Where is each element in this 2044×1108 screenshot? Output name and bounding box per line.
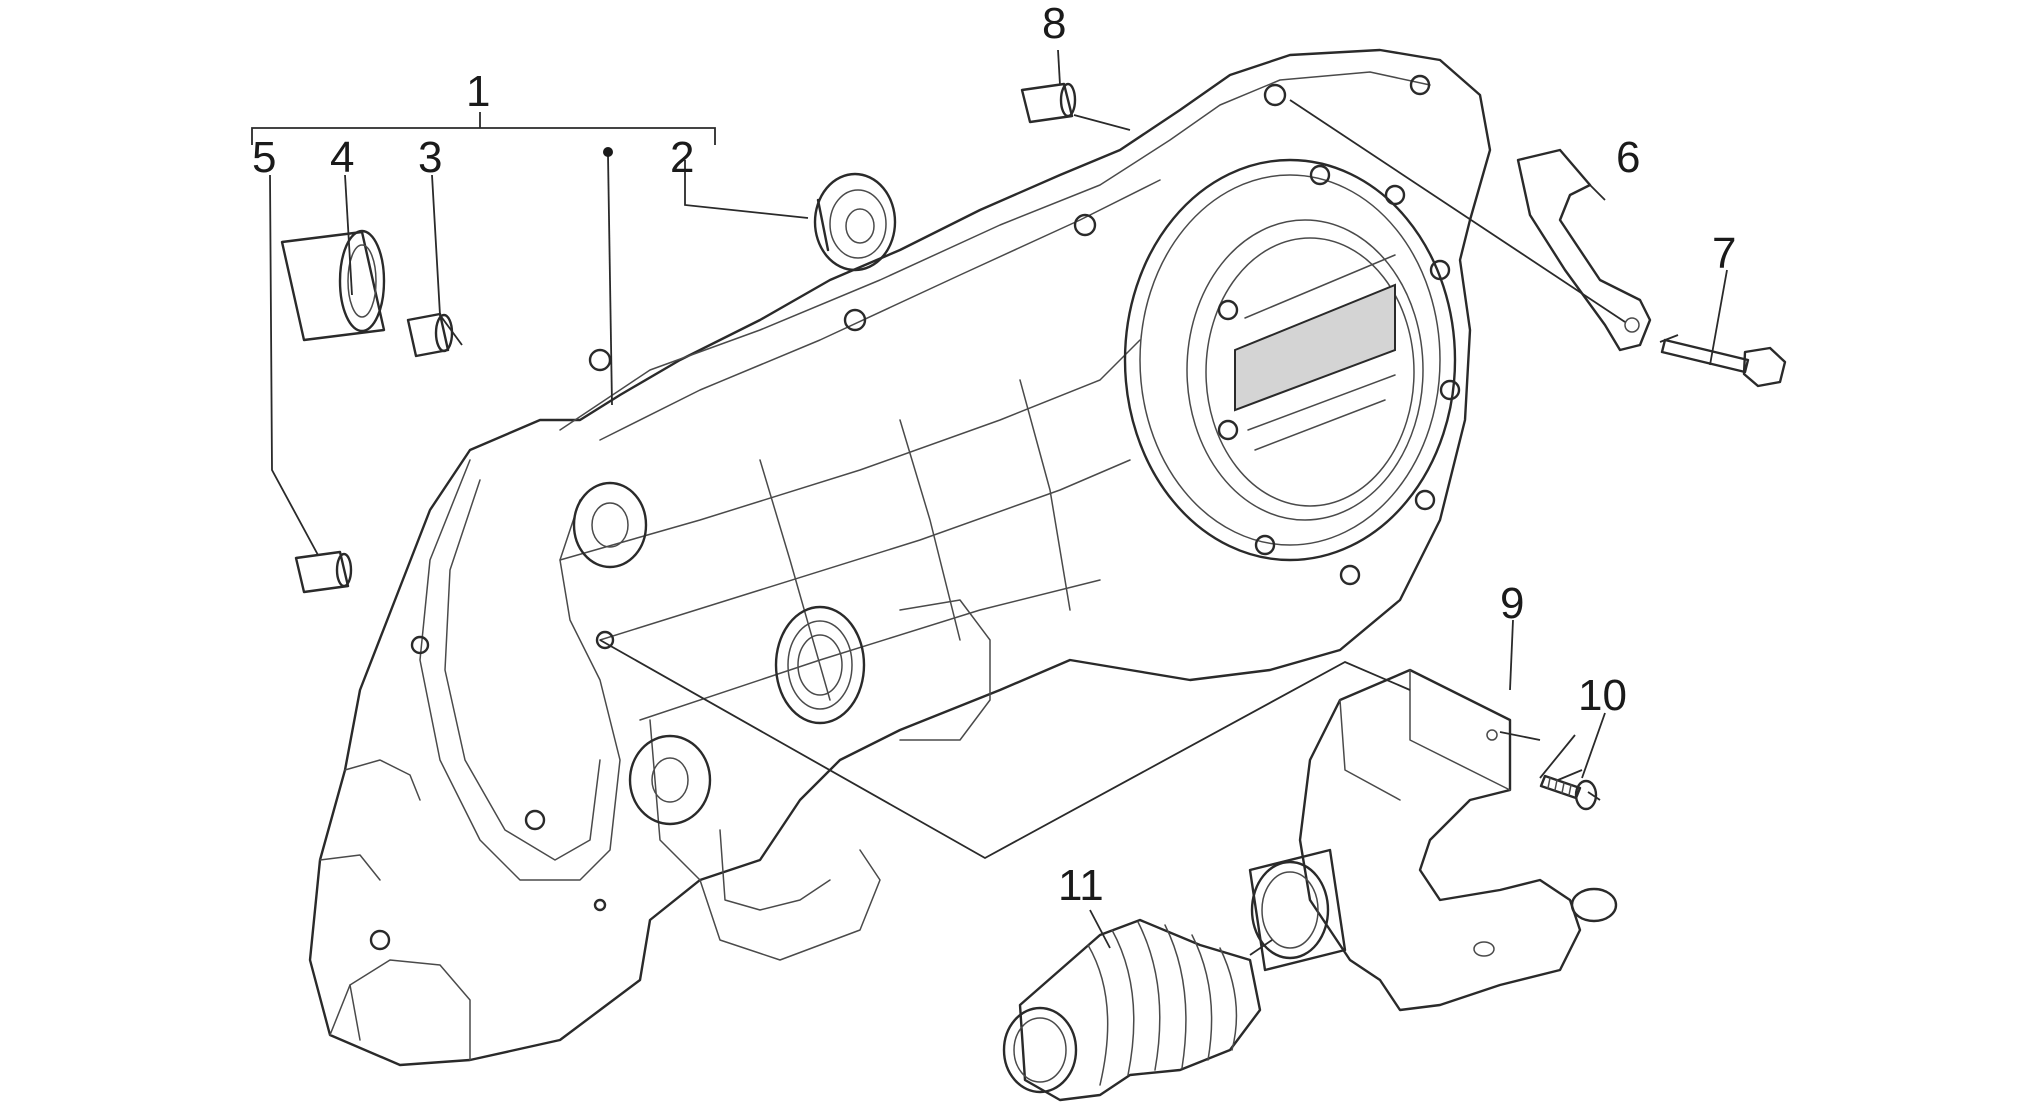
callout-6: 6	[1616, 133, 1640, 182]
part-4-bushing	[280, 229, 386, 342]
leader-lines	[251, 49, 1728, 956]
callout-5: 5	[252, 133, 276, 182]
callout-9: 9	[1500, 579, 1524, 628]
part-8-dowel	[1020, 82, 1077, 124]
part-10-screw	[1539, 774, 1598, 811]
part-3-sleeve	[406, 312, 454, 358]
callout-3: 3	[418, 133, 442, 182]
transmission-cover	[308, 48, 1492, 1067]
callout-8: 8	[1042, 0, 1066, 48]
part-2-bearing	[813, 172, 897, 272]
callout-11: 11	[1058, 861, 1104, 910]
part-6-bracket	[1516, 148, 1652, 352]
assembly-dot	[603, 147, 613, 157]
callout-1: 1	[466, 67, 490, 116]
part-7-bolt	[1660, 338, 1787, 388]
callout-4: 4	[330, 133, 354, 182]
callout-labels: 1 2 3 4 5 6 7 8 9 10 11	[252, 0, 1736, 910]
callout-2: 2	[670, 133, 694, 182]
part-11-rubber-sleeve	[1002, 918, 1262, 1102]
part-5-dowel	[294, 550, 353, 594]
callout-7: 7	[1712, 229, 1736, 278]
part-9-intake-duct	[1248, 668, 1618, 1012]
callout-10: 10	[1578, 671, 1627, 720]
